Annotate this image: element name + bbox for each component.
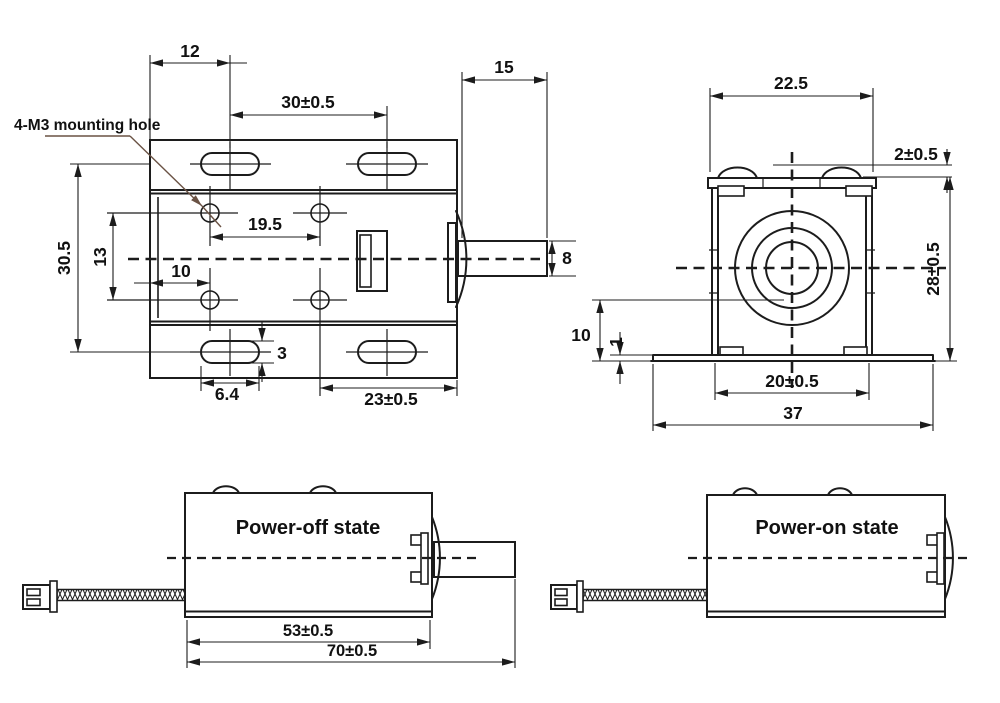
dim-30-5: 30.5 <box>54 241 74 275</box>
note-leader <box>201 205 222 228</box>
flange-fold-lines <box>149 189 458 326</box>
power-on-title: Power-on state <box>755 517 898 539</box>
connector-pin1-on <box>554 588 568 597</box>
front-dimensions: 22.5 2±0.5 28±0.5 10 1 20±0.5 37 <box>571 73 957 431</box>
dim-28: 28±0.5 <box>923 242 943 296</box>
notch-bottom-left <box>719 346 744 356</box>
dim-3: 3 <box>277 343 287 363</box>
dim-13: 13 <box>90 247 110 267</box>
hole-center-marks <box>107 186 347 396</box>
front-view: 22.5 2±0.5 28±0.5 10 1 20±0.5 37 <box>571 73 957 431</box>
connector-flange-off <box>49 580 58 613</box>
dim-8: 8 <box>562 248 572 268</box>
side-walls <box>711 187 873 356</box>
dim-10-front: 10 <box>571 325 591 345</box>
dim-15: 15 <box>494 57 514 77</box>
power-off-view: 53±0.5 70±0.5 Power-off state <box>22 485 516 668</box>
disc-arc-on <box>944 516 954 600</box>
bump-left <box>211 485 241 494</box>
wire-on <box>582 588 708 602</box>
wire-off <box>56 588 186 602</box>
bump-right <box>308 485 338 494</box>
lock-body-on <box>706 494 946 618</box>
lock-body-off <box>184 492 433 618</box>
dim-22-5: 22.5 <box>774 73 808 93</box>
power-off-title: Power-off state <box>236 517 380 539</box>
dim-53: 53±0.5 <box>283 622 333 640</box>
dim-1: 1 <box>606 337 626 347</box>
notch-top-right <box>845 185 873 197</box>
off-dimensions: 53±0.5 70±0.5 <box>186 579 516 668</box>
dim-6-4: 6.4 <box>215 384 240 404</box>
connector-pin2-off <box>26 598 41 607</box>
power-on-view: Power-on state <box>550 487 970 618</box>
plunger-shaft-extended <box>433 541 516 578</box>
connector-pin2-on <box>554 598 568 607</box>
dim-37: 37 <box>783 403 802 423</box>
plan-dimensions: 12 30±0.5 15 30.5 13 10 19.5 3 6.4 23±0.… <box>54 41 576 409</box>
top-view: 12 30±0.5 15 30.5 13 10 19.5 3 6.4 23±0.… <box>14 41 576 409</box>
notch-top-left <box>717 185 745 197</box>
dim-70: 70±0.5 <box>327 642 377 660</box>
connector-flange-on <box>576 580 584 613</box>
dim-12: 12 <box>180 41 200 61</box>
dim-2: 2±0.5 <box>894 144 938 164</box>
mounting-hole-note: 4-M3 mounting hole <box>14 117 161 134</box>
clip-plate-on <box>936 532 945 585</box>
dim-20: 20±0.5 <box>765 371 819 391</box>
dim-30: 30±0.5 <box>281 92 335 112</box>
dim-10: 10 <box>171 261 191 281</box>
connector-pin1-off <box>26 588 41 597</box>
plunger-disc-plate <box>447 222 457 303</box>
crosshair-centerlines <box>676 152 946 388</box>
slot-center-marks <box>190 142 428 376</box>
latch-slide <box>359 234 372 288</box>
plate-seams <box>762 178 821 188</box>
notch-bottom-right <box>843 346 868 356</box>
dim-23: 23±0.5 <box>364 389 418 409</box>
wall-ticks <box>709 249 875 294</box>
dim-19-5: 19.5 <box>248 214 282 234</box>
